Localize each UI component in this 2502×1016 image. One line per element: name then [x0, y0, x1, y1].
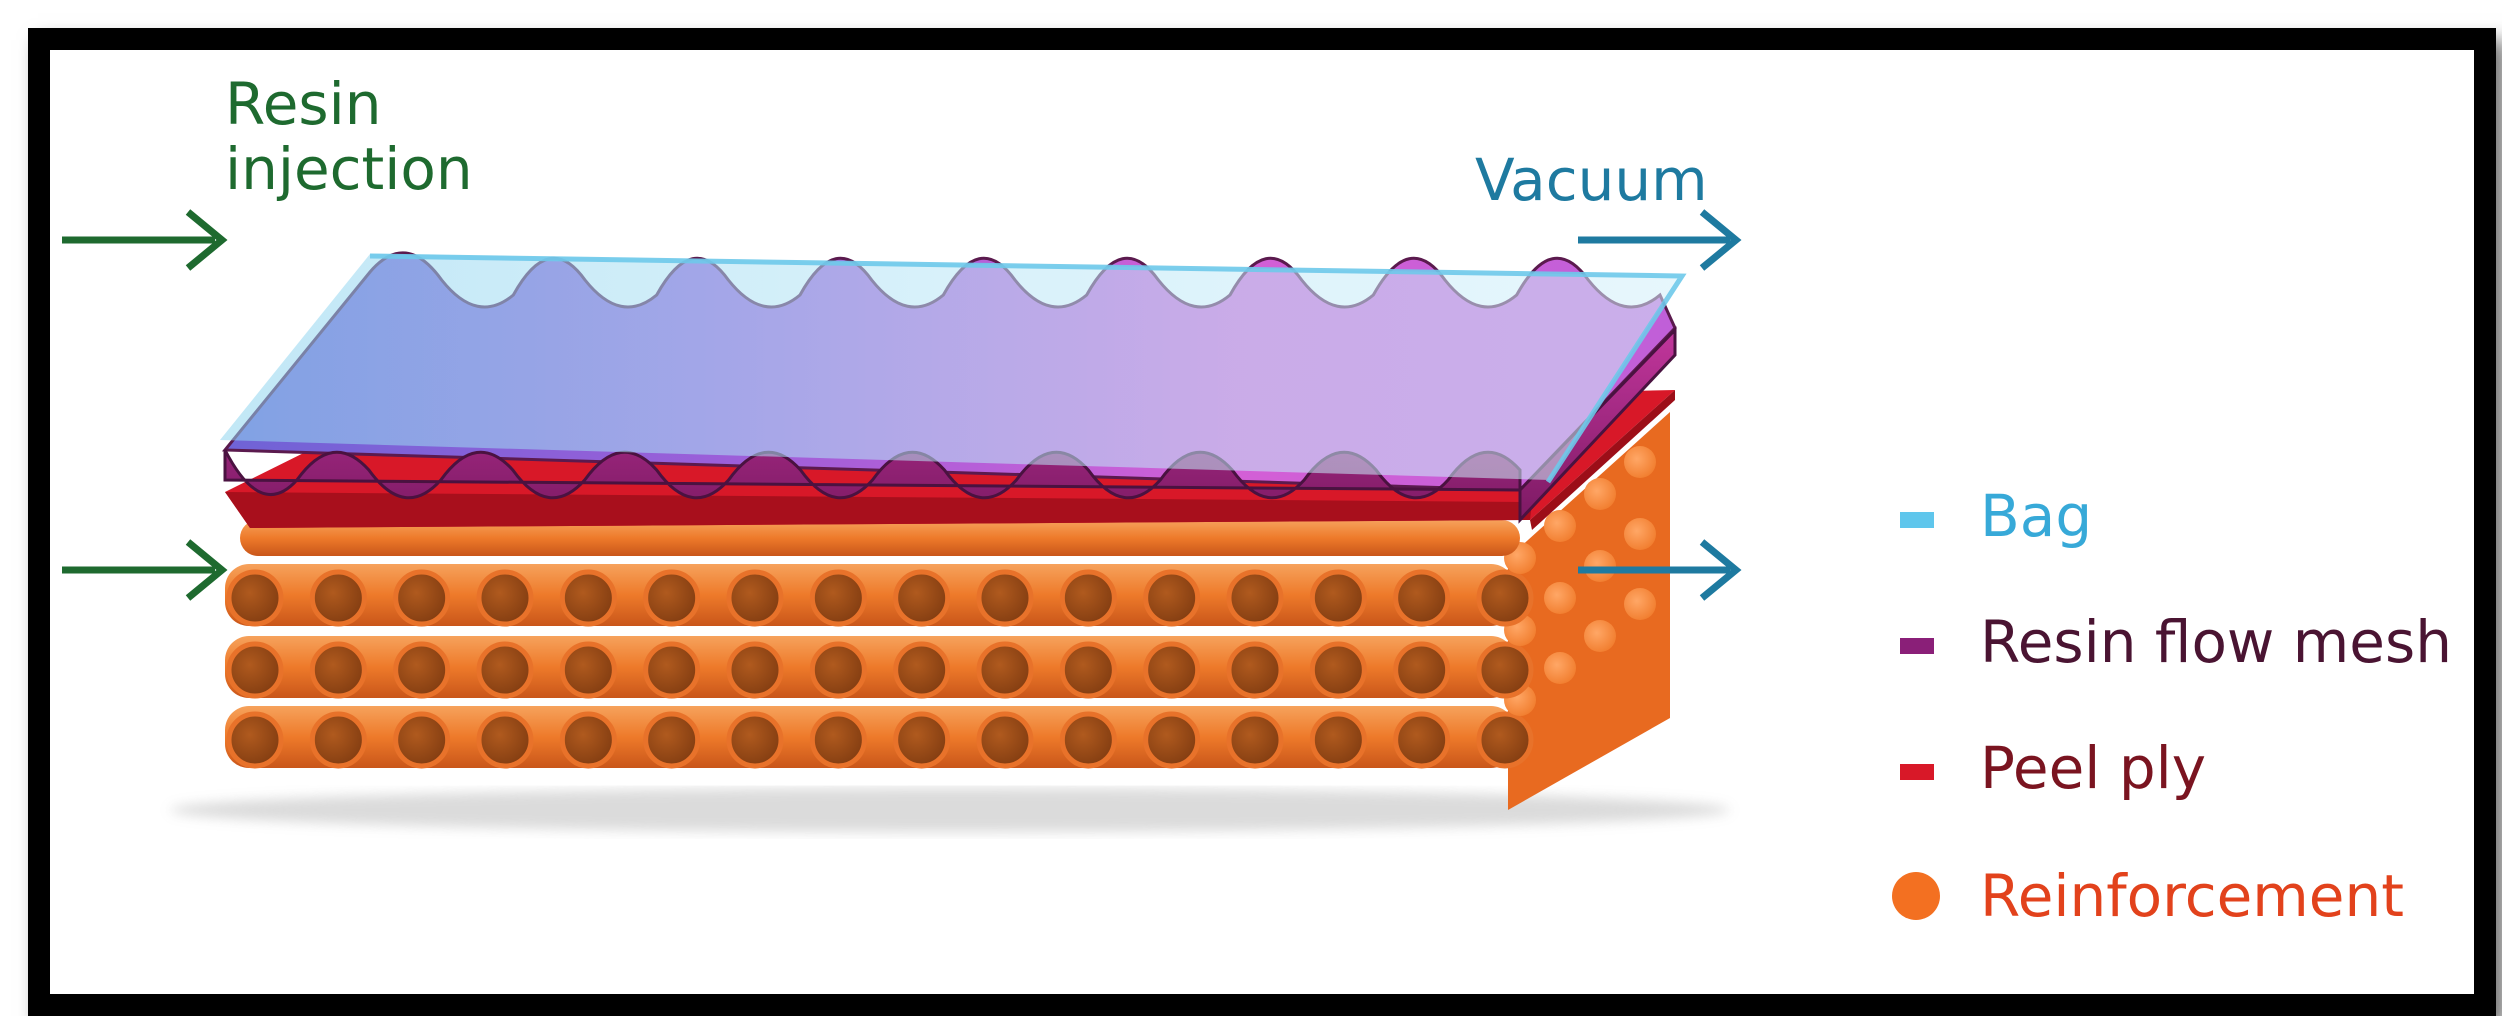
diagram-frame: Resin injection Vacuum Bag Resin flow me…	[28, 28, 2496, 1016]
reinforcement-rod-end	[559, 711, 617, 769]
reinforcement-side-rod-end	[1544, 582, 1576, 614]
reinforcement-rod-end	[559, 641, 617, 699]
reinforcement-rod-end	[226, 711, 284, 769]
legend-swatch-peel	[1900, 764, 1934, 780]
reinforcement-rod-end	[1143, 711, 1201, 769]
reinforcement-rod-end	[1393, 711, 1451, 769]
reinforcement-side-rod-end	[1544, 510, 1576, 542]
reinforcement-rod-end	[476, 641, 534, 699]
reinforcement-rod-end	[226, 569, 284, 627]
reinforcement-layers	[225, 446, 1656, 769]
reinforcement-side-rod-end	[1624, 588, 1656, 620]
reinforcement-rod-end	[809, 569, 867, 627]
vacuum-arrow-top	[1578, 209, 1742, 271]
reinforcement-rod-end	[1143, 569, 1201, 627]
reinforcement-rod-end	[1309, 711, 1367, 769]
reinforcement-rod-end	[1226, 711, 1284, 769]
vacuum-infusion-layup-diagram	[62, 209, 1940, 920]
reinforcement-top-rod	[240, 520, 1520, 556]
legend-swatch-bag	[1900, 512, 1934, 528]
reinforcement-rod-end	[726, 641, 784, 699]
reinforcement-rod-end	[393, 711, 451, 769]
reinforcement-rod-end	[309, 711, 367, 769]
reinforcement-rod-end	[309, 569, 367, 627]
reinforcement-rod-end	[1309, 569, 1367, 627]
reinforcement-rod-end	[893, 711, 951, 769]
legend-label-resin-flow-mesh: Resin flow mesh	[1980, 608, 2452, 676]
reinforcement-rod-end	[1309, 641, 1367, 699]
reinforcement-side-rod-end	[1624, 518, 1656, 550]
vacuum-label: Vacuum	[1475, 146, 1708, 214]
reinforcement-rod-end	[976, 711, 1034, 769]
reinforcement-side-rod-end	[1624, 446, 1656, 478]
reinforcement-rod-end	[1476, 641, 1534, 699]
reinforcement-rod-end	[1059, 711, 1117, 769]
reinforcement-rod-end	[809, 641, 867, 699]
legend-label-reinforcement: Reinforcement	[1980, 862, 2404, 930]
resin-injection-label: Resin injection	[225, 72, 473, 202]
reinforcement-rod-end	[893, 641, 951, 699]
vacuum-arrow-bottom	[1578, 539, 1742, 601]
reinforcement-rod-end	[476, 569, 534, 627]
legend-label-bag: Bag	[1980, 482, 2093, 550]
reinforcement-rod-end	[226, 641, 284, 699]
reinforcement-rod-end	[1059, 641, 1117, 699]
reinforcement-rod-end	[726, 569, 784, 627]
legend-label-peel-ply: Peel ply	[1980, 734, 2207, 802]
resin-injection-arrow-top	[62, 209, 228, 271]
reinforcement-rod-end	[1476, 711, 1534, 769]
reinforcement-rod-end	[1393, 569, 1451, 627]
reinforcement-rod-end	[309, 641, 367, 699]
legend-swatch-mesh	[1900, 638, 1934, 654]
reinforcement-rod-end	[726, 711, 784, 769]
ground-shadow	[170, 788, 1730, 832]
vacuum-bag-layer	[220, 253, 1687, 484]
reinforcement-rod-end	[1393, 641, 1451, 699]
reinforcement-rod-end	[476, 711, 534, 769]
reinforcement-rod-end	[976, 641, 1034, 699]
reinforcement-rod-end	[976, 569, 1034, 627]
reinforcement-side-face	[1508, 412, 1670, 810]
reinforcement-side-rod-end	[1584, 550, 1616, 582]
reinforcement-rod-end	[893, 569, 951, 627]
reinforcement-rod-end	[1226, 641, 1284, 699]
reinforcement-rod-end	[1226, 569, 1284, 627]
reinforcement-side-rod-end	[1544, 652, 1576, 684]
reinforcement-rod-end	[643, 569, 701, 627]
legend-swatches	[1892, 512, 1940, 920]
resin-label-line1: Resin	[225, 70, 382, 138]
resin-label-line2: injection	[225, 134, 473, 203]
reinforcement-rod-end	[643, 711, 701, 769]
reinforcement-rod-end	[1059, 569, 1117, 627]
reinforcement-rod-end	[1143, 641, 1201, 699]
reinforcement-rod-end	[393, 569, 451, 627]
reinforcement-rod-end	[643, 641, 701, 699]
reinforcement-rod-end	[559, 569, 617, 627]
reinforcement-rod-end	[809, 711, 867, 769]
reinforcement-rod-end	[393, 641, 451, 699]
legend-swatch-reinforcement	[1892, 872, 1940, 920]
reinforcement-side-rod-end	[1584, 478, 1616, 510]
reinforcement-rod-end	[1476, 569, 1534, 627]
reinforcement-side-rod-end	[1584, 620, 1616, 652]
resin-injection-arrow-bottom	[62, 539, 228, 601]
